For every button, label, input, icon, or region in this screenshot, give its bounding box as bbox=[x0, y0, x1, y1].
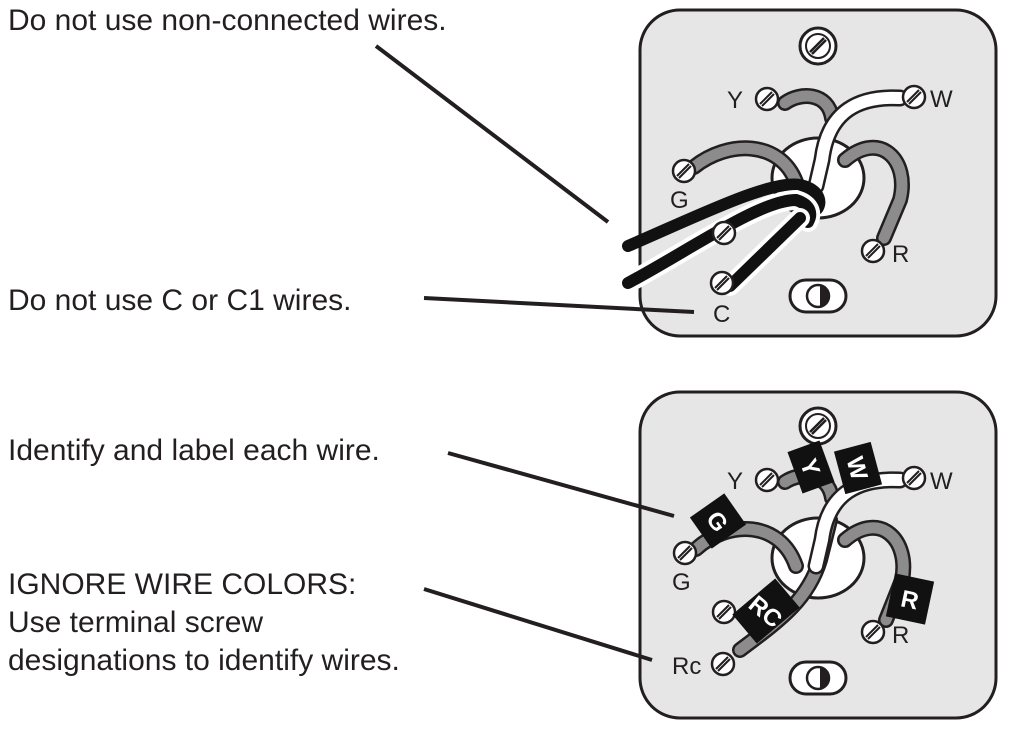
top-terminal-w-screw-icon bbox=[901, 84, 927, 110]
tag-r: R bbox=[885, 573, 935, 625]
bottom-label-r: R bbox=[892, 622, 909, 649]
top-terminal-y-screw-icon bbox=[754, 86, 780, 112]
caption-ignore-heading: IGNORE WIRE COLORS: bbox=[8, 568, 357, 601]
top-label-c: C bbox=[713, 301, 730, 328]
top-label-g: G bbox=[670, 187, 689, 214]
caption-non-connected-wires: Do not use non-connected wires. bbox=[8, 4, 447, 37]
bottom-mount-screw-icon bbox=[798, 406, 838, 446]
caption-identify-label: Identify and label each wire. bbox=[8, 434, 380, 467]
leader-line-identify bbox=[447, 451, 675, 518]
leader-line-non-connected bbox=[374, 44, 610, 224]
top-slot-screw-icon bbox=[788, 278, 848, 314]
top-terminal-g-screw-icon bbox=[671, 158, 697, 184]
bottom-terminal-r-screw-icon bbox=[860, 619, 886, 645]
bottom-terminal-y-screw-icon bbox=[754, 467, 780, 493]
top-terminal-c-screw-icon bbox=[709, 270, 735, 296]
bottom-terminal-rc-screw-icon bbox=[710, 651, 736, 677]
top-wall-plate: Y W G R C bbox=[618, 8, 998, 338]
bottom-label-w: W bbox=[930, 468, 953, 495]
top-label-r: R bbox=[892, 241, 909, 268]
tag-y: Y bbox=[787, 440, 835, 494]
caption-ignore-wire-colors: IGNORE WIRE COLORS: Use terminal screw d… bbox=[8, 566, 428, 680]
top-label-w: W bbox=[930, 86, 953, 113]
tag-g: G bbox=[689, 493, 747, 549]
leader-line-ignore-colors bbox=[423, 587, 653, 662]
bottom-label-rc: Rc bbox=[672, 653, 701, 680]
bottom-label-y: Y bbox=[727, 468, 743, 495]
bottom-slot-screw-icon bbox=[788, 660, 848, 696]
bottom-terminal-c1-screw-icon bbox=[711, 599, 737, 625]
top-terminal-c1-screw-icon bbox=[711, 220, 737, 246]
bottom-terminal-w-screw-icon bbox=[901, 465, 927, 491]
top-mount-screw-icon bbox=[798, 26, 838, 66]
tag-r-text: R bbox=[898, 585, 921, 615]
leader-line-c-wires bbox=[423, 296, 695, 314]
top-label-y: Y bbox=[727, 87, 743, 114]
bottom-wall-plate: Y W G R Rc Y W G R RC bbox=[638, 390, 998, 720]
bottom-terminal-g-screw-icon bbox=[672, 540, 698, 566]
caption-c-wires: Do not use C or C1 wires. bbox=[8, 284, 352, 317]
top-terminal-r-screw-icon bbox=[860, 238, 886, 264]
bottom-label-g: G bbox=[672, 569, 691, 596]
caption-ignore-body: Use terminal screw designations to ident… bbox=[8, 606, 400, 677]
tag-w: W bbox=[833, 441, 883, 495]
